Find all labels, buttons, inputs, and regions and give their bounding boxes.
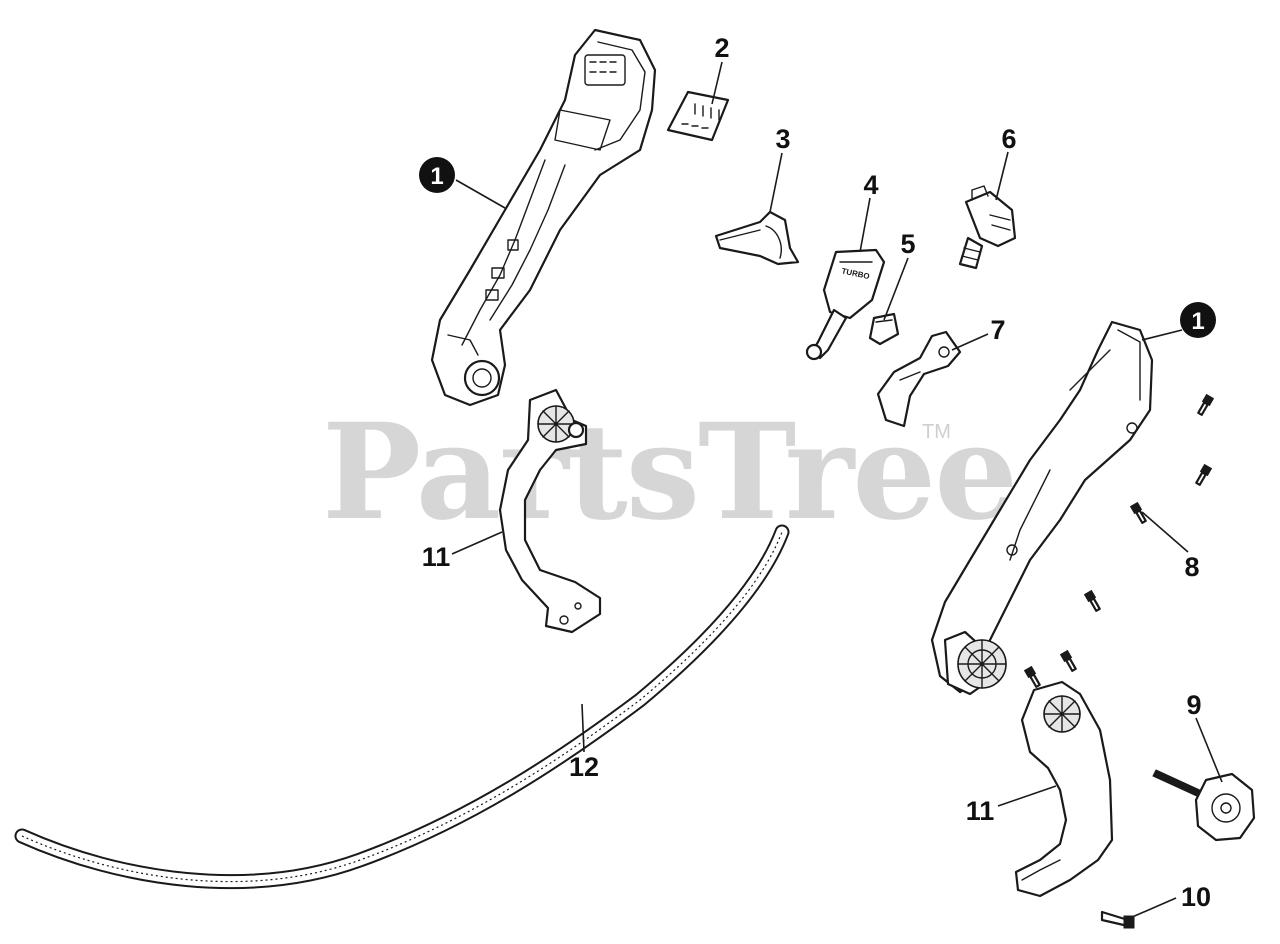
bracket-left [498, 388, 602, 634]
throttle-trigger: TURBO [805, 248, 886, 361]
callout-2: 2 [714, 33, 729, 63]
callout-1-right-text: 1 [1191, 308, 1204, 335]
callout-1-right: 1 [1180, 302, 1216, 338]
bracket-right [1014, 680, 1114, 898]
callout-9: 9 [1186, 690, 1201, 720]
callout-3: 3 [775, 124, 790, 154]
callout-6: 6 [1001, 124, 1016, 154]
watermark-trademark: TM [922, 421, 951, 443]
handle-half-left [430, 28, 657, 407]
flex-hose [14, 524, 790, 890]
decal-label [666, 90, 730, 142]
callout-11-right: 11 [966, 796, 995, 826]
leader-lines [451, 61, 1223, 919]
switch-block [868, 312, 900, 346]
handle-half-right [930, 320, 1154, 696]
callout-1-left: 1 [419, 157, 455, 193]
callout-5: 5 [900, 229, 915, 259]
callout-8: 8 [1184, 552, 1199, 582]
callout-11-left: 11 [422, 542, 451, 572]
ignition-switch [958, 185, 1017, 270]
callout-10: 10 [1181, 882, 1211, 912]
knob-bolt [1152, 769, 1256, 842]
throttle-lock [714, 210, 800, 266]
callout-7: 7 [990, 315, 1005, 345]
watermark-text: PartsTree [322, 395, 1016, 550]
lever-cover [876, 330, 962, 428]
screws [1023, 393, 1215, 688]
callout-4: 4 [863, 170, 878, 200]
bottom-screw [1100, 910, 1135, 929]
callout-1-left-text: 1 [430, 163, 443, 190]
callout-12: 12 [569, 752, 599, 782]
